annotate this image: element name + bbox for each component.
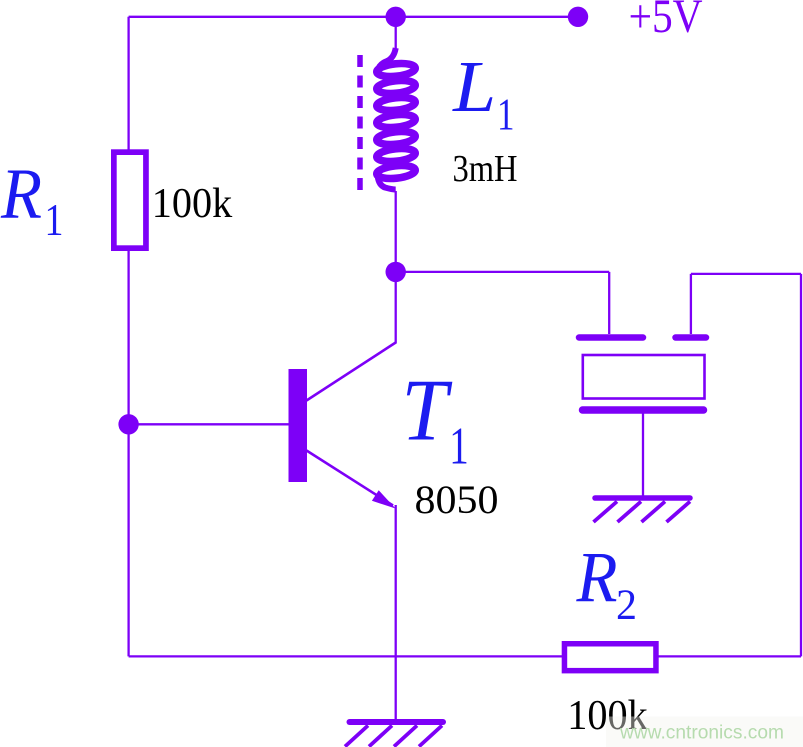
svg-text:R: R: [0, 153, 42, 233]
svg-text:8050: 8050: [415, 477, 499, 522]
svg-text:+5V: +5V: [629, 0, 703, 43]
svg-text:www.cntronics.com: www.cntronics.com: [619, 723, 784, 744]
svg-text:100k: 100k: [152, 181, 233, 227]
svg-text:1: 1: [449, 418, 469, 476]
svg-text:100k: 100k: [567, 693, 648, 739]
svg-text:L: L: [452, 46, 496, 127]
svg-text:3mH: 3mH: [453, 148, 518, 190]
svg-text:2: 2: [616, 582, 637, 629]
svg-text:1: 1: [497, 89, 515, 140]
svg-text:T: T: [402, 363, 454, 460]
svg-text:R: R: [576, 537, 618, 617]
svg-text:1: 1: [45, 195, 64, 245]
